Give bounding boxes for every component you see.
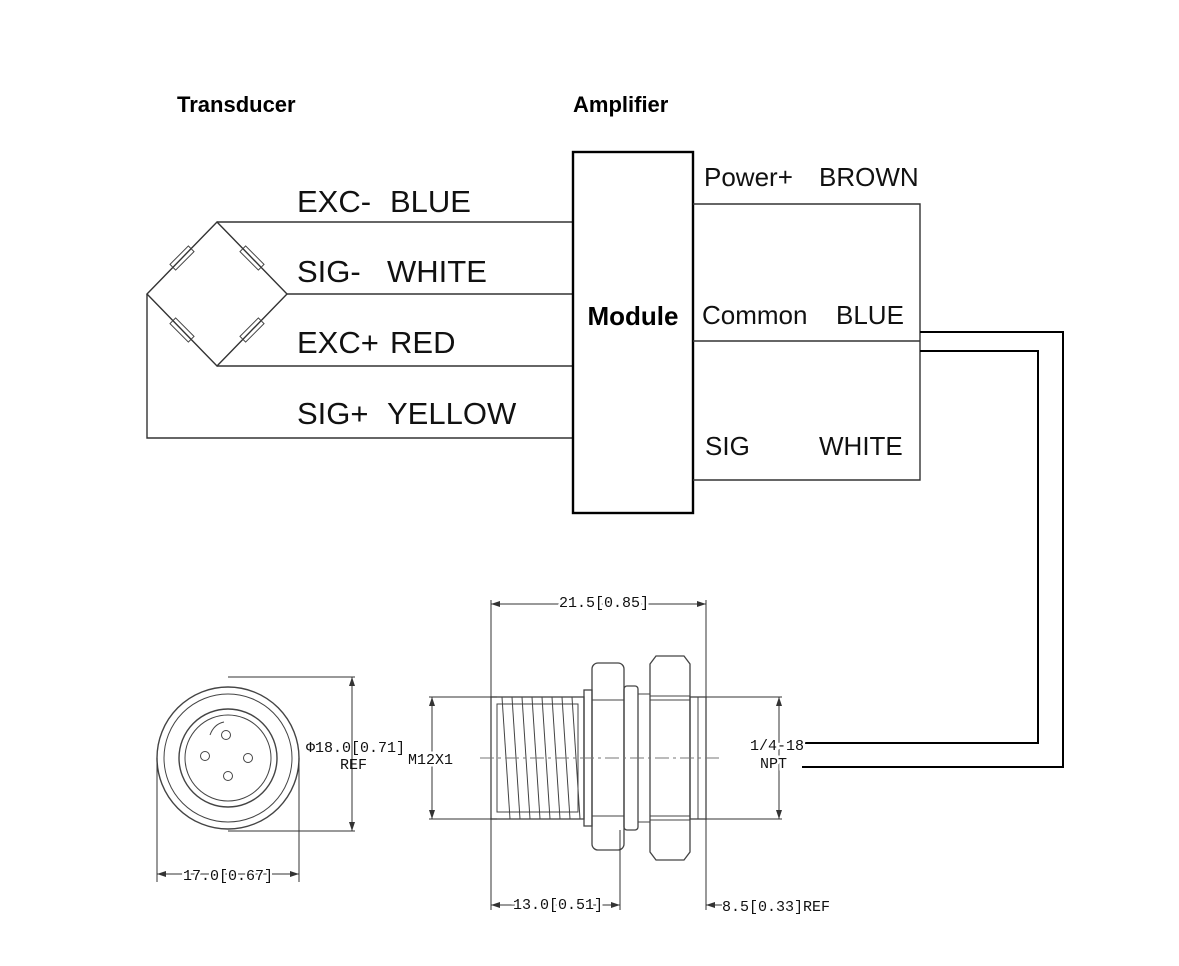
amp-label-power-plus: Power+ bbox=[704, 162, 793, 192]
transducer-wires bbox=[146, 221, 573, 439]
dim-npt-bottom: NPT bbox=[760, 756, 787, 773]
dim-npt-length: 8.5[0.33]REF bbox=[722, 899, 830, 916]
amp-color-blue: BLUE bbox=[836, 300, 904, 330]
wire-color-white: WHITE bbox=[387, 254, 487, 289]
dim-face-diameter-ref: REF bbox=[340, 757, 367, 774]
wire-color-blue: BLUE bbox=[390, 184, 471, 219]
dim-thread: M12X1 bbox=[408, 752, 453, 769]
amp-label-common: Common bbox=[702, 300, 807, 330]
wire-label-exc-minus: EXC- bbox=[297, 184, 371, 219]
dim-thread-length: 13.0[0.51] bbox=[513, 897, 603, 914]
connector-face-view bbox=[156, 676, 355, 882]
module-box bbox=[571, 150, 695, 515]
dim-overall-length: 21.5[0.85] bbox=[559, 595, 649, 612]
bridge-symbol bbox=[146, 220, 288, 368]
connector-side-view bbox=[429, 600, 782, 910]
dim-face-width: 17.0[0.67] bbox=[183, 868, 273, 885]
amplifier-wires bbox=[693, 203, 921, 481]
wire-label-exc-plus: EXC+ bbox=[297, 325, 379, 360]
amplifier-heading: Amplifier bbox=[573, 92, 669, 117]
wire-label-sig-minus: SIG- bbox=[297, 254, 361, 289]
module-label: Module bbox=[588, 301, 679, 331]
wire-color-red: RED bbox=[390, 325, 455, 360]
wire-color-yellow: YELLOW bbox=[387, 396, 517, 431]
transducer-heading: Transducer bbox=[177, 92, 296, 117]
amp-color-white: WHITE bbox=[819, 431, 903, 461]
wire-label-sig-plus: SIG+ bbox=[297, 396, 369, 431]
amp-label-sig: SIG bbox=[705, 431, 750, 461]
dim-face-diameter: Φ18.0[0.71] bbox=[306, 740, 405, 757]
amp-color-brown: BROWN bbox=[819, 162, 919, 192]
output-cable bbox=[802, 331, 1064, 768]
dim-npt-top: 1/4-18 bbox=[750, 738, 804, 755]
